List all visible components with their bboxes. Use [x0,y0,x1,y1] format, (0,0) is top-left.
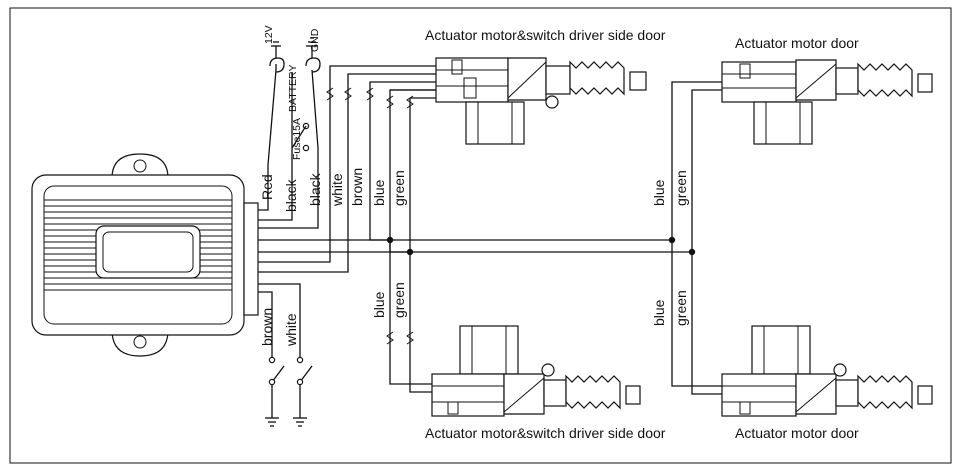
junction-dots [386,236,696,256]
diagram-frame [9,7,952,464]
wire-label-black-1: black [283,178,299,212]
battery-terminal-12v [269,41,285,73]
label-fuse: Fuse15A [291,118,303,160]
actuator-top-right [721,59,933,145]
label-battery: BATTERY [287,65,299,112]
ground-terminal-gnd [305,37,321,73]
label-gnd: GND [309,28,321,52]
wire-label-white-bottom: white [283,313,299,347]
label-actuator-top-right: Actuator motor door [735,35,859,51]
wire-label-green-right-bottom: green [673,290,689,326]
actuator-bottom-left [431,325,641,417]
wire-label-green-top: green [391,170,407,206]
wire-break-marks [326,87,414,345]
door-switch-2 [296,356,313,386]
wire-label-green-bottom: green [391,282,407,318]
actuator-bottom-right [721,325,933,417]
wire-label-brown: brown [349,168,365,206]
label-actuator-bottom-right: Actuator motor door [735,425,859,441]
label-12v: 12V [263,25,275,44]
control-module [31,153,259,357]
wire-label-blue-top: blue [371,179,387,206]
door-switch-1 [268,356,285,386]
module-wires [258,64,722,395]
wire-label-blue-bottom: blue [371,291,387,318]
wire-label-blue-right-bottom: blue [651,299,667,326]
fuse-switch [291,122,310,152]
wire-label-green-right-top: green [673,170,689,206]
wire-label-red: Red [259,174,275,200]
label-actuator-top-left: Actuator motor&switch driver side door [425,27,666,43]
wire-label-brown-bottom: brown [259,308,275,346]
wire-label-blue-right-top: blue [651,179,667,206]
ground-symbols-bottom [265,417,307,427]
label-actuator-bottom-left: Actuator motor&switch driver side door [425,425,666,441]
bottom-switch-wires [258,283,301,418]
wire-label-white: white [329,173,345,207]
actuator-top-left [435,57,647,145]
wire-label-black-2: black [307,172,323,206]
